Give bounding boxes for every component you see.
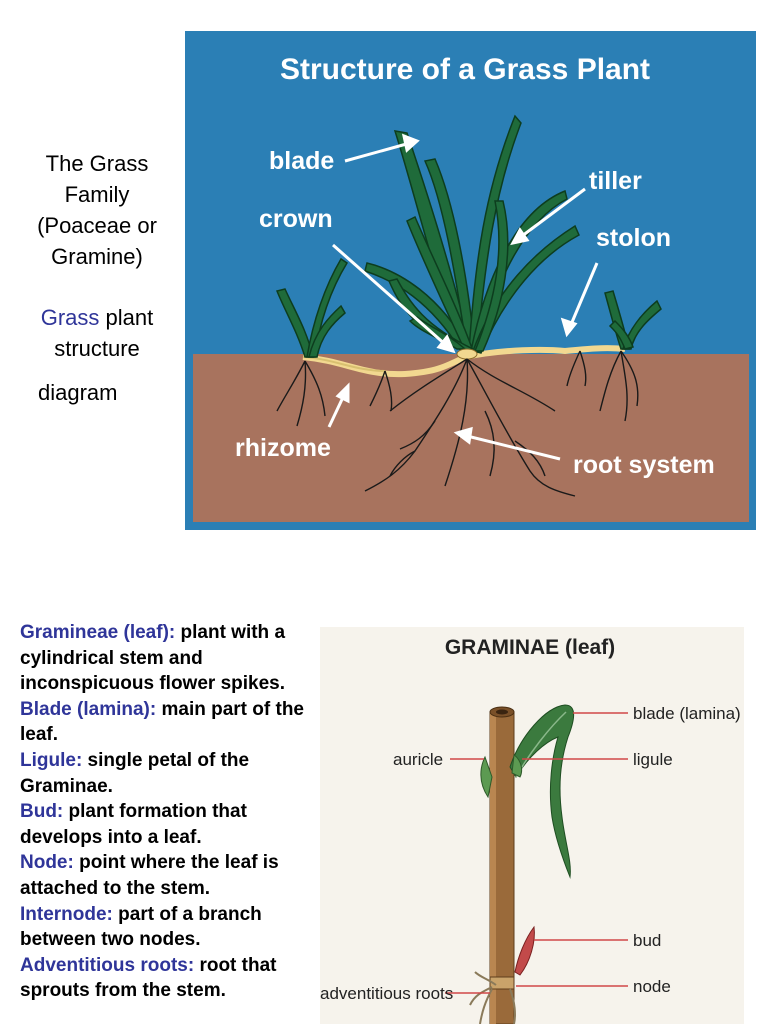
ligule-shape (511, 754, 523, 778)
label-crown: crown (259, 205, 333, 233)
label-blade: blade (269, 147, 334, 175)
stem-highlight (490, 712, 496, 1024)
definitions-list: Gramineae (leaf): plant with a cylindric… (20, 620, 310, 1004)
definition-term: Internode: (20, 903, 113, 925)
definition-item: Blade (lamina): main part of the leaf. (20, 697, 310, 748)
leader-lines (445, 712, 628, 994)
definition-term: Ligule: (20, 749, 83, 771)
leaf-diagram-title: GRAMINAE (leaf) (445, 636, 615, 659)
right-small-plant (604, 290, 662, 350)
label-ligule: ligule (633, 750, 673, 769)
definition-item: Internode: part of a branch between two … (20, 902, 310, 953)
definition-term: Node: (20, 852, 74, 874)
adventitious-roots (469, 971, 516, 1025)
definition-text: root that sprouts from the stem. (20, 954, 277, 1002)
definition-text: single petal of the Graminae. (20, 749, 250, 797)
definition-text: point where the leaf is attached to the … (20, 852, 279, 899)
label-auricle: auricle (393, 750, 443, 769)
definition-item: Bud: plant formation that develops into … (20, 799, 310, 850)
auricle-shape (480, 755, 493, 799)
leaf-blade (509, 704, 575, 879)
definition-item: Node: point where the leaf is attached t… (20, 850, 310, 901)
crown-node (456, 348, 478, 360)
label-stolon: stolon (596, 224, 671, 252)
family-heading: The Grass Family (Poaceae or Gramine) (37, 151, 157, 269)
definition-text: part of a branch between two nodes. (20, 903, 262, 951)
structure-subtitle: plant structure (54, 305, 154, 361)
label-blade-lamina: blade (lamina) (633, 704, 741, 723)
label-bud: bud (633, 931, 661, 950)
definition-term: Bud: (20, 801, 64, 823)
stem-hollow (496, 709, 508, 715)
leaf-illustration: GRAMINAE (leaf) (320, 636, 741, 1025)
label-tiller: tiller (589, 167, 642, 195)
grass-plant-diagram: Structure of a Grass Plant (185, 31, 756, 530)
definition-term: Blade (lamina): (20, 698, 157, 720)
bud-shape (514, 925, 535, 976)
callout-arrows (327, 133, 599, 461)
main-tuft (364, 114, 580, 354)
label-node: node (633, 977, 671, 996)
graminae-leaf-diagram: GRAMINAE (leaf) (320, 627, 744, 1025)
grass-word: Grass (40, 305, 100, 330)
left-small-plant (275, 257, 349, 358)
label-rhizome: rhizome (235, 434, 331, 462)
label-adventitious-roots: adventitious roots (320, 984, 453, 1003)
definition-item: Gramineae (leaf): plant with a cylindric… (20, 620, 310, 697)
diagram-word: diagram (38, 380, 118, 405)
definition-text: plant formation that develops into a lea… (20, 801, 247, 848)
grass-plant-illustration: Structure of a Grass Plant (193, 53, 749, 522)
diagram-title: Structure of a Grass Plant (280, 53, 650, 86)
label-root-system: root system (573, 451, 715, 479)
definition-term: Gramineae (leaf): (20, 622, 176, 643)
definition-text: plant with a cylindrical stem and incons… (20, 622, 286, 695)
definition-term: Adventitious roots: (20, 954, 195, 976)
rhizome-line (302, 356, 386, 372)
definition-item: Ligule: single petal of the Graminae. (20, 748, 310, 799)
definition-text: main part of the leaf. (20, 698, 304, 746)
definition-item: Adventitious roots: root that sprouts fr… (20, 953, 310, 1004)
structure-heading: Grass plant structure (18, 302, 176, 364)
node-band (489, 976, 515, 990)
